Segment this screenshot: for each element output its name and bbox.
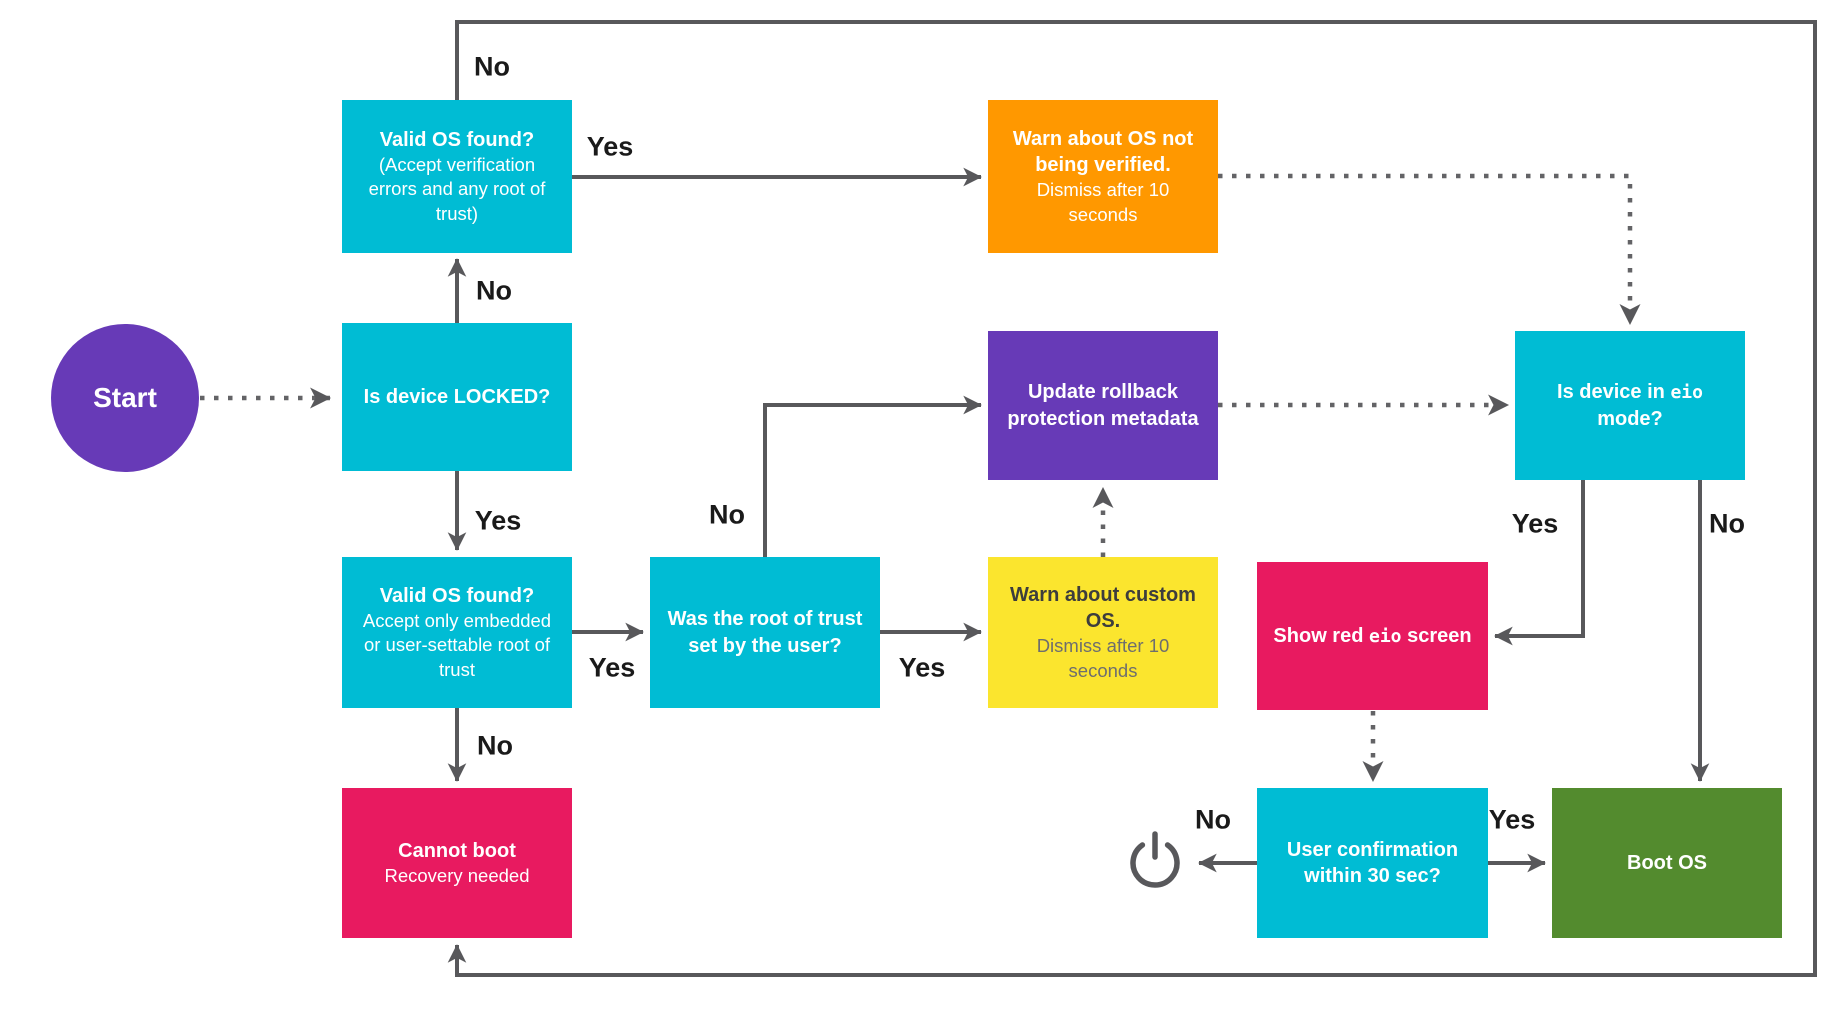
edge-label-confirm-no: No [1195, 804, 1231, 835]
node-is-locked: Is device LOCKED? [342, 323, 572, 471]
node-title: Valid OS found? [379, 128, 535, 151]
edge-label-root-no: No [709, 499, 745, 530]
node-title-suffix: screen [1401, 624, 1472, 647]
node-valid-os-any: Valid OS found? (Accept verification err… [342, 100, 572, 253]
start-label: Start [93, 381, 157, 413]
edge-label-validemb-no: No [477, 730, 513, 761]
node-title: User confirmation within 30 sec? [1286, 838, 1459, 887]
edge-label-eio-no: No [1709, 508, 1745, 539]
edge-label-validany-yes: Yes [586, 131, 634, 162]
edge-label-locked-yes: Yes [474, 505, 522, 536]
node-warn-unverified: Warn about OS not being verified. Dismis… [988, 100, 1218, 253]
node-title-code: eio [1369, 625, 1402, 647]
node-title-code: eio [1670, 382, 1703, 404]
start-node: Start [51, 324, 199, 472]
node-show-red-eio: Show red eio screen [1257, 562, 1488, 710]
edge-warn-to-eio [1218, 173, 1641, 326]
node-title: Was the root of trust set by the user? [667, 608, 863, 657]
node-title: Is device LOCKED? [363, 385, 551, 408]
node-body: Dismiss after 10 seconds [1036, 635, 1170, 681]
edge-root-no [763, 395, 982, 557]
node-title: Show red eio screen [1273, 623, 1471, 649]
edge-label-validemb-yes: Yes [588, 652, 636, 683]
node-body: Recovery needed [384, 864, 530, 886]
node-title-suffix: mode? [1597, 407, 1663, 430]
node-body: (Accept verification errors and any root… [368, 154, 546, 224]
edge-label-eio-yes: Yes [1511, 508, 1559, 539]
node-title: Warn about OS not being verified. [1012, 127, 1194, 177]
node-title: Update rollback protection metadata [1007, 381, 1199, 430]
edge-label-confirm-yes: Yes [1488, 804, 1536, 835]
node-title: Boot OS [1627, 851, 1707, 874]
node-title: Is device in eio mode? [1527, 379, 1733, 432]
edge-label-root-yes: Yes [898, 652, 946, 683]
node-title-prefix: Is device in [1557, 381, 1671, 404]
node-title-prefix: Show red [1273, 624, 1369, 647]
edge-label-locked-no: No [476, 275, 512, 306]
power-icon [1130, 831, 1180, 888]
node-warn-custom: Warn about custom OS. Dismiss after 10 s… [988, 557, 1218, 708]
node-body: Dismiss after 10 seconds [1036, 179, 1170, 225]
edge-validany-no-loop [447, 20, 1817, 977]
node-cannot-boot: Cannot boot Recovery needed [342, 788, 572, 938]
node-root-of-trust: Was the root of trust set by the user? [650, 557, 880, 708]
node-is-eio: Is device in eio mode? [1515, 331, 1745, 480]
edge-eio-yes [1494, 480, 1585, 646]
node-valid-os-embedded: Valid OS found? Accept only embedded or … [342, 557, 572, 708]
node-body: Accept only embedded or user-settable ro… [362, 610, 552, 680]
edge-label-validany-no-loop: No [474, 51, 510, 82]
node-boot-os: Boot OS [1552, 788, 1782, 938]
node-title: Warn about custom OS. [1010, 583, 1196, 633]
node-title: Cannot boot [398, 839, 516, 862]
node-user-confirm: User confirmation within 30 sec? [1257, 788, 1488, 938]
node-title: Valid OS found? [379, 584, 535, 607]
node-update-rollback: Update rollback protection metadata [988, 331, 1218, 480]
